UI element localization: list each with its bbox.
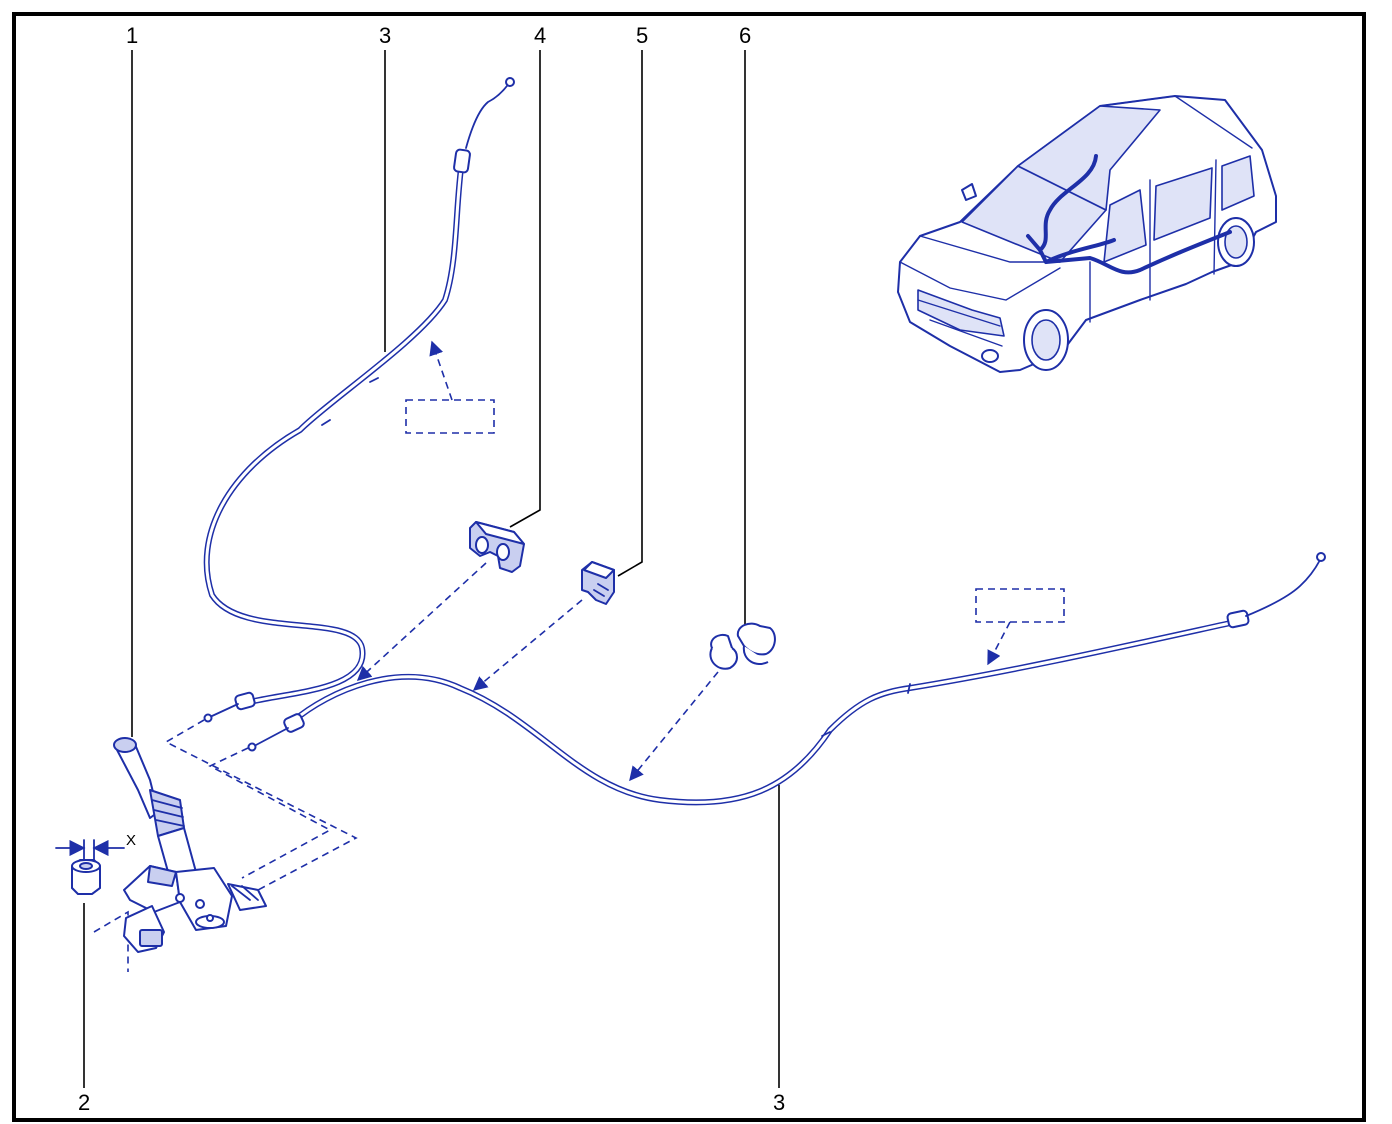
car-illustration [897,95,1277,373]
cable-clip-5 [581,561,615,605]
callout-2-label: 2 [78,1090,90,1115]
clip-6-arrow [629,671,719,782]
rear-cable-lower [247,552,1326,806]
assembly-guide-lines [93,719,358,972]
callout-5: 5 [617,23,648,577]
callout-1-label: 1 [126,23,138,48]
reference-box-upper [405,399,495,434]
callout-3-top-label: 3 [379,23,391,48]
handbrake-lever [113,737,267,953]
cable-clip-6 [709,622,776,670]
reference-box-lower [975,588,1065,623]
dimension-x-label: X [126,832,136,849]
clip-4-arrow [356,562,487,681]
callout-5-label: 5 [636,23,648,48]
callout-6: 6 [739,23,751,627]
rear-cable-upper [203,77,515,723]
callout-3-bottom-label: 3 [773,1090,785,1115]
callout-4: 4 [509,23,546,528]
dimension-x: X [55,832,136,861]
callout-4-label: 4 [534,23,546,48]
nut [71,859,101,895]
callout-2: 2 [78,903,90,1115]
callout-1: 1 [126,23,138,737]
callout-3-bottom: 3 [773,785,785,1115]
cable-clip-4 [469,521,525,573]
callout-3-top: 3 [379,23,391,352]
callout-6-label: 6 [739,23,751,48]
clip-5-arrow [472,599,583,691]
frame-border [12,12,1366,1122]
